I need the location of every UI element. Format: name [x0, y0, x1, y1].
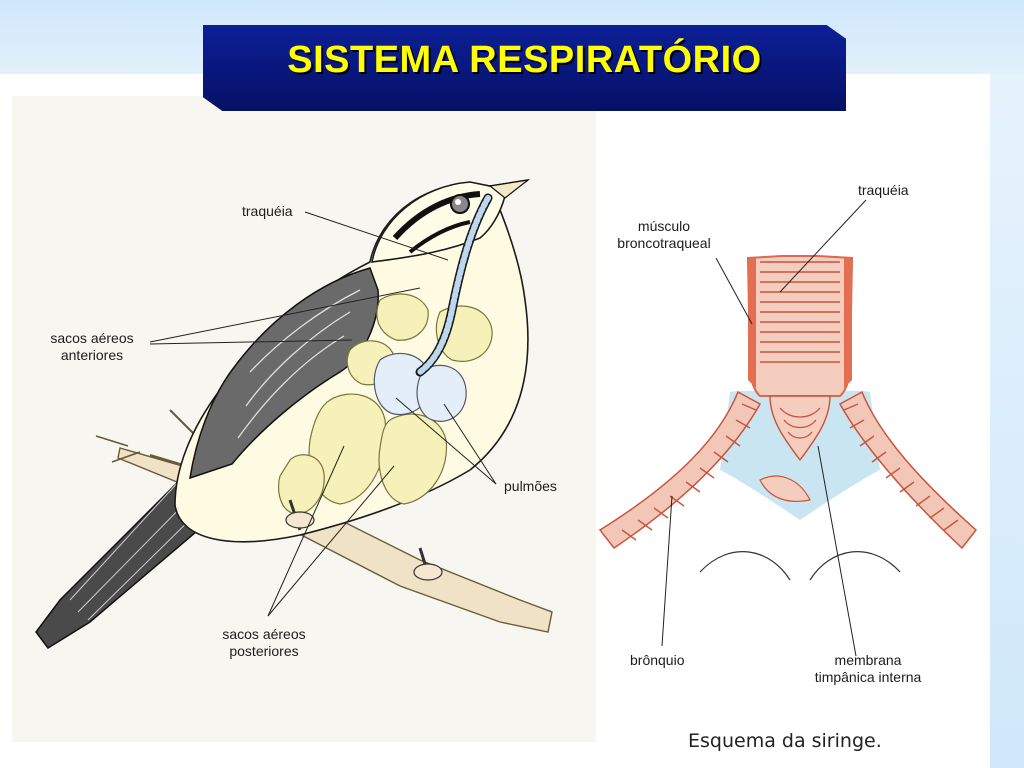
syrinx-caption: Esquema da siringe.	[688, 730, 882, 752]
label-anterior-air-sacs: sacos aéreos anteriores	[36, 330, 148, 364]
page-title: SISTEMA RESPIRATÓRIO	[287, 39, 762, 81]
label-posterior-air-sacs: sacos aéreos posteriores	[208, 626, 320, 660]
label-posterior-air-sacs-line2: posteriores	[229, 643, 299, 659]
label-trachea: traquéia	[242, 203, 293, 219]
label-bronchus: brônquio	[630, 652, 685, 668]
syrinx-illustration	[598, 255, 978, 581]
label-internal-tympanic-membrane: membrana timpânica interna	[800, 652, 936, 686]
label-muscle-line1: músculo	[637, 218, 691, 234]
trachea-rings	[760, 261, 840, 363]
label-syrinx-trachea: traquéia	[858, 182, 909, 198]
label-posterior-air-sacs-line1: sacos aéreos	[222, 626, 306, 642]
bird-leader-lines	[149, 211, 497, 617]
left-bronchus	[598, 390, 762, 550]
slide-right-strip	[990, 74, 1024, 768]
label-anterior-air-sacs-line1: sacos aéreos	[50, 330, 134, 346]
syrinx-leader-lines	[661, 199, 867, 657]
posterior-air-sacs	[277, 393, 448, 515]
label-anterior-air-sacs-line2: anteriores	[60, 347, 124, 363]
trachea	[415, 193, 493, 377]
lungs	[373, 352, 467, 422]
title-banner: SISTEMA RESPIRATÓRIO	[203, 25, 846, 111]
label-membrane-line2: timpânica interna	[814, 669, 922, 685]
label-membrane-line1: membrana	[834, 652, 902, 668]
label-lungs: pulmões	[504, 478, 557, 494]
label-bronchotracheal-muscle: músculo broncotraqueal	[608, 218, 720, 252]
bird-feet	[285, 499, 443, 581]
label-muscle-line2: broncotraqueal	[617, 235, 711, 251]
